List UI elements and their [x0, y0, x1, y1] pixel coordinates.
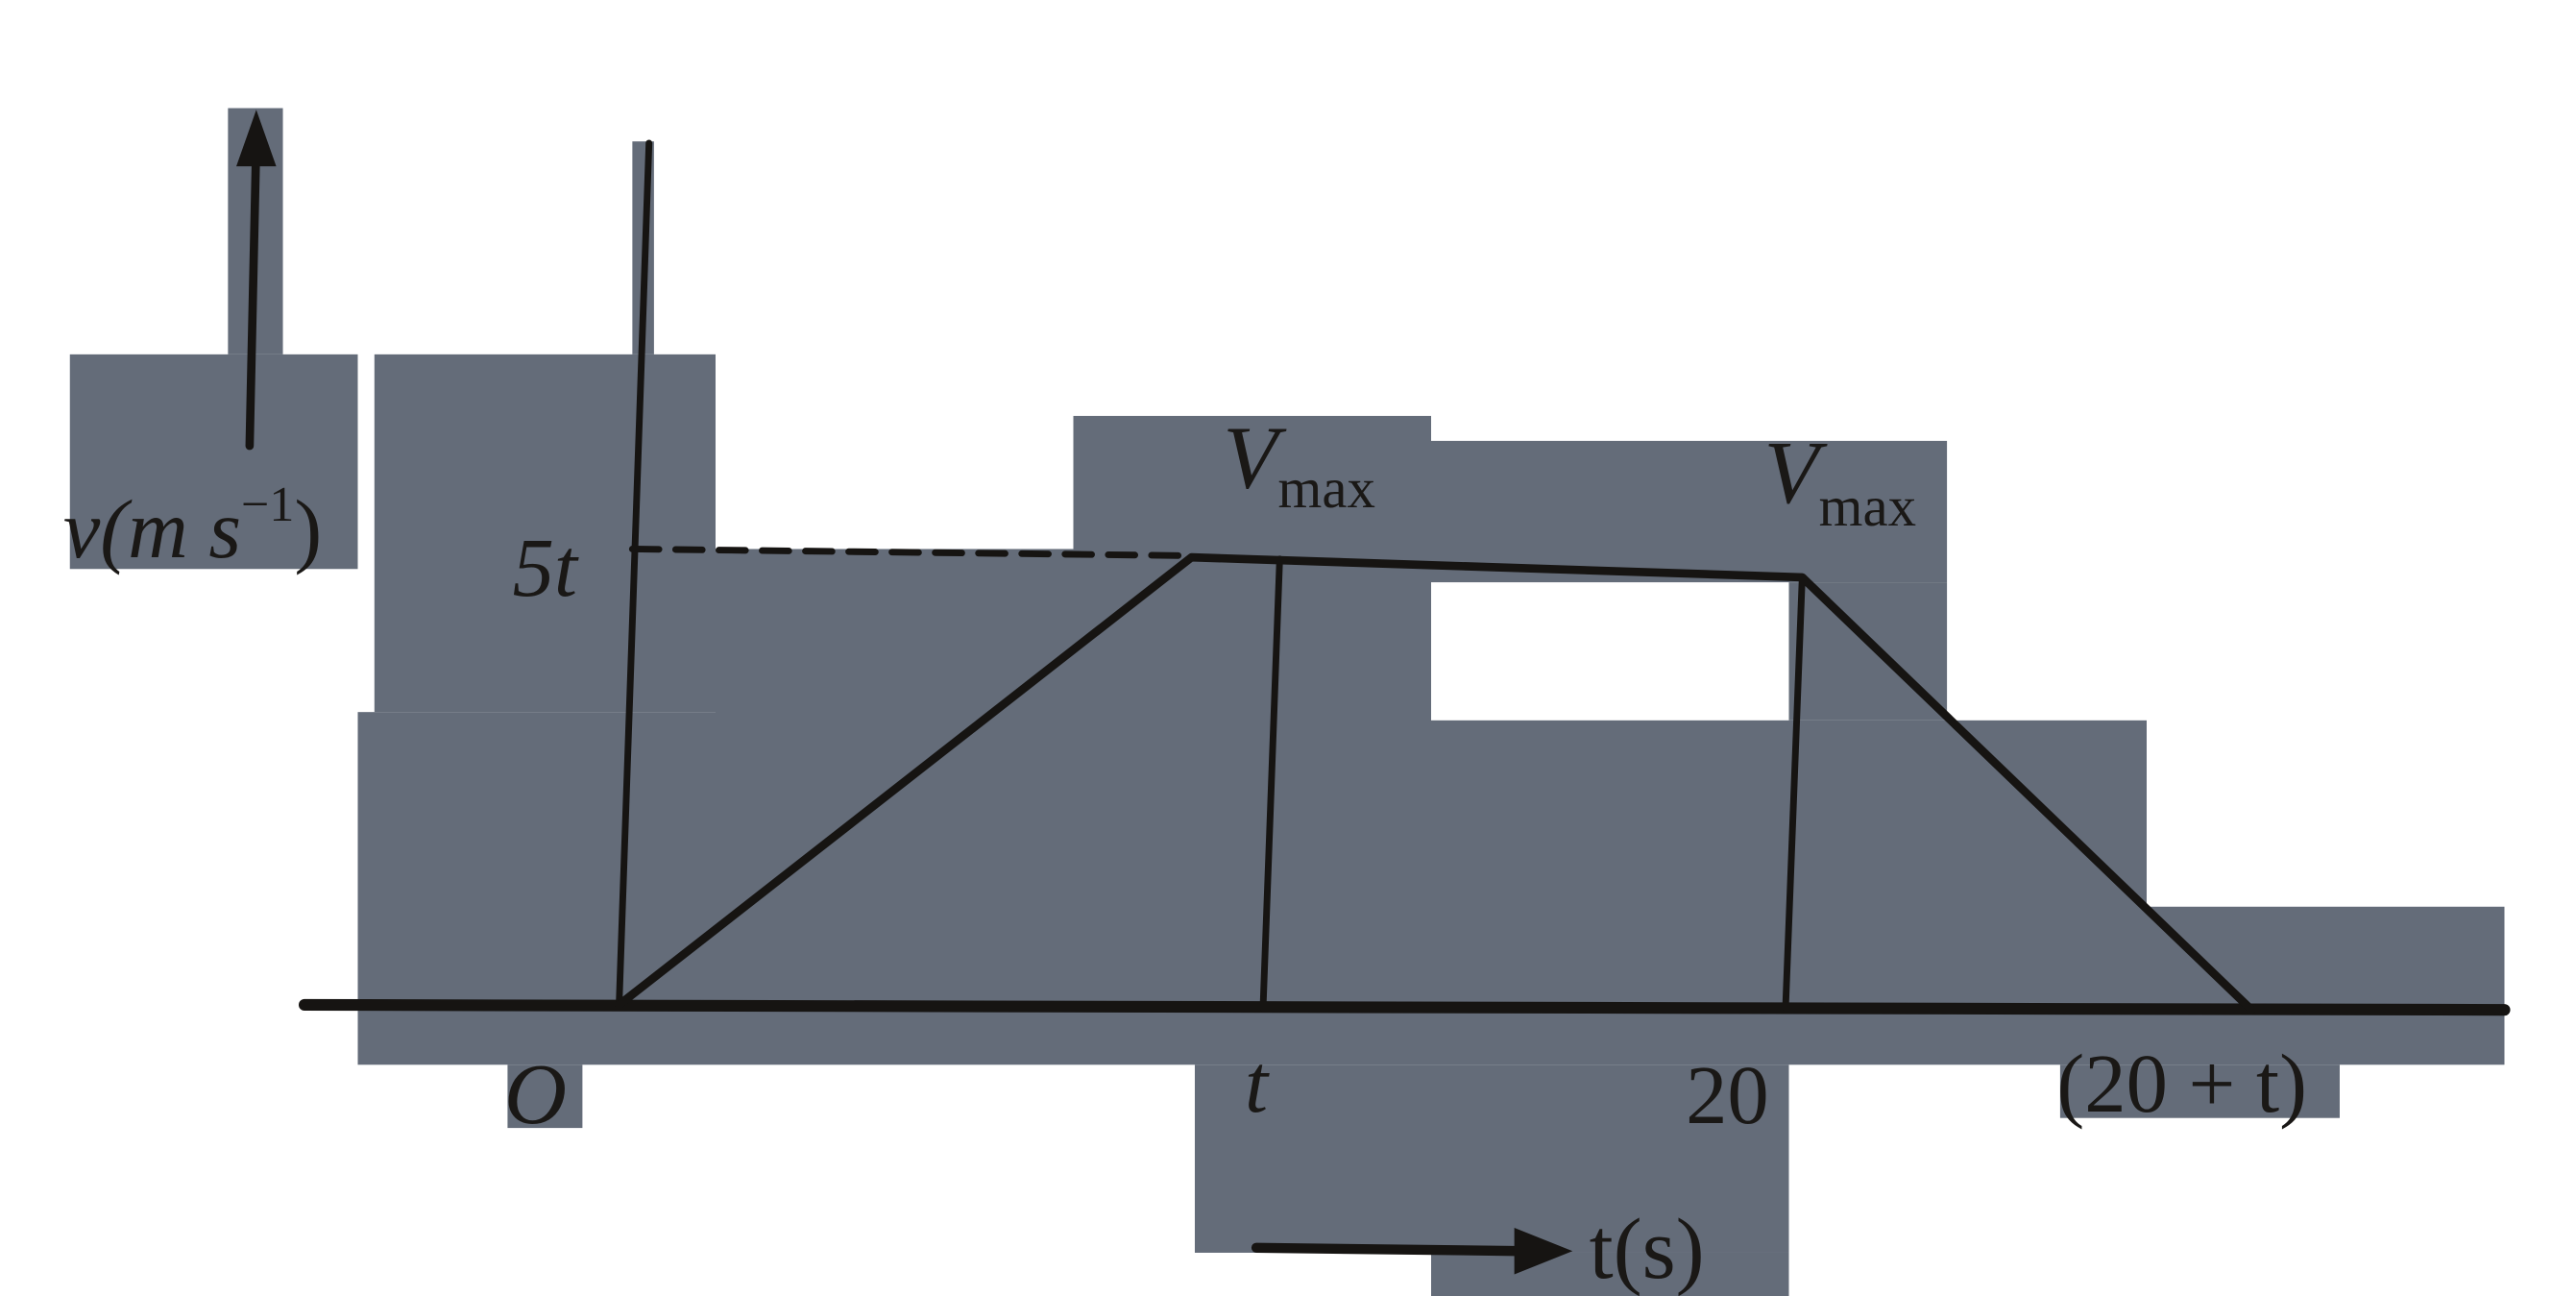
y-tick-5t: 5t	[513, 522, 579, 614]
velocity-curve	[615, 552, 2256, 1015]
x-axis-arrow-icon	[1251, 1228, 1573, 1275]
mask-patches	[69, 108, 2505, 1296]
x-axis	[298, 998, 2511, 1016]
x-tick-t: t	[1245, 1038, 1270, 1130]
vmax-label-2: Vmax	[1764, 424, 1917, 538]
vmax-label-1: Vmax	[1223, 408, 1375, 520]
y-axis	[616, 139, 653, 1011]
y-axis-arrow-icon	[236, 110, 277, 451]
x-tick-origin: O	[504, 1047, 567, 1142]
x-tick-20-plus-t: (20 + t)	[2056, 1038, 2307, 1130]
dashed-5t-line	[628, 546, 1189, 559]
vertical-at-t	[1259, 555, 1283, 1012]
vertical-at-20	[1782, 574, 1806, 1012]
x-tick-20: 20	[1686, 1049, 1769, 1141]
y-axis-label: v(m s−1)	[63, 477, 322, 575]
x-axis-label: t(s)	[1590, 1202, 1705, 1296]
